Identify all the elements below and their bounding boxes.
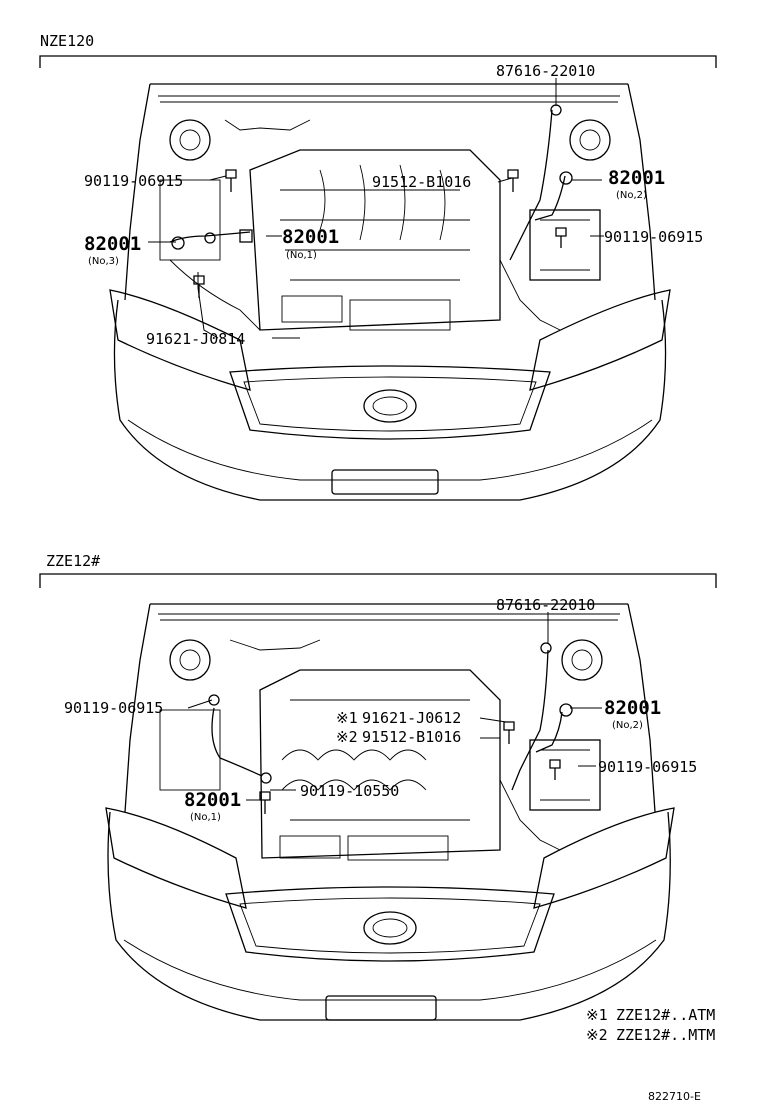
callout-part-number: 91621-J0814 (146, 330, 245, 348)
grommet-icon (559, 703, 573, 717)
bolt-icon (259, 791, 271, 814)
callout-subnumber: (No,1) (190, 812, 221, 823)
section-frame (39, 55, 717, 68)
grommet-icon (171, 236, 185, 250)
footnote-text: ZZE12#..ATM (616, 1006, 715, 1024)
callout-part-number: 87616-22010 (496, 62, 595, 80)
callout-mark: ※1 (336, 709, 358, 727)
section-nze120: NZE120 (39, 32, 717, 501)
grommet-icon (559, 171, 573, 185)
callout-part-number: 90119-06915 (604, 228, 703, 246)
section-frame (39, 573, 717, 588)
callout-part-number: 90119-06915 (64, 699, 163, 717)
section-title: ZZE12# (46, 552, 100, 570)
figure-code: 822710-E (648, 1090, 701, 1103)
callout-part-number: 87616-22010 (496, 596, 595, 614)
callout-part-number: 91512-B1016 (362, 728, 461, 746)
footnote-mark: ※2 (586, 1026, 608, 1044)
clip-icon (540, 642, 552, 654)
callouts: 87616-22010 90119-06915 91512-B1016 8200… (84, 62, 703, 348)
bolt-icon (507, 169, 519, 192)
section-zze12: ZZE12# (39, 552, 717, 1103)
callout-part-number: 82001 (184, 789, 241, 811)
callout-part-number: 82001 (608, 167, 665, 189)
grille (229, 365, 551, 440)
callouts: 87616-22010 90119-06915 ※1 91621-J0612 ※… (64, 596, 697, 823)
license-plate (325, 995, 437, 1021)
callout-part-number: 82001 (604, 697, 661, 719)
engine-bay-drawing (109, 83, 671, 501)
callout-part-number: 91621-J0612 (362, 709, 461, 727)
callout-subnumber: (No,2) (616, 190, 647, 201)
callout-part-number: 82001 (282, 226, 339, 248)
clip-icon (550, 104, 562, 116)
footnote-text: ZZE12#..MTM (616, 1026, 715, 1044)
grille (225, 886, 555, 962)
bolt-icon (555, 227, 567, 248)
bolt-icon (225, 169, 237, 192)
grommet-icon (204, 232, 216, 244)
connector-icon (239, 229, 253, 243)
footnotes: ※1 ZZE12#..ATM ※2 ZZE12#..MTM (586, 1006, 715, 1044)
headlight-right (529, 289, 671, 391)
leader-lines (148, 78, 604, 339)
fasteners (171, 104, 573, 298)
emblem (363, 911, 417, 945)
bolt-icon (503, 721, 515, 744)
grommet-icon (260, 772, 272, 784)
callout-part-number: 82001 (84, 233, 141, 255)
callout-part-number: 90119-10550 (300, 782, 399, 800)
footnote-mark: ※1 (586, 1006, 608, 1024)
callout-part-number: 91512-B1016 (372, 173, 471, 191)
bolt-icon (193, 275, 205, 298)
callout-part-number: 90119-06915 (598, 758, 697, 776)
headlight-right (533, 807, 675, 909)
headlight-left (109, 289, 251, 391)
grommet-icon (208, 694, 220, 706)
callout-part-number: 90119-06915 (84, 172, 183, 190)
emblem (363, 389, 417, 423)
engine-bay-drawing (105, 603, 675, 1021)
callout-subnumber: (No,2) (612, 720, 643, 731)
fasteners (208, 642, 573, 814)
callout-mark: ※2 (336, 728, 358, 746)
bolt-icon (549, 759, 561, 780)
section-title: NZE120 (40, 32, 94, 50)
callout-subnumber: (No,3) (88, 256, 119, 267)
license-plate (331, 469, 439, 495)
leader-lines (187, 612, 602, 801)
callout-subnumber: (No,1) (286, 250, 317, 261)
headlight-left (105, 807, 247, 909)
